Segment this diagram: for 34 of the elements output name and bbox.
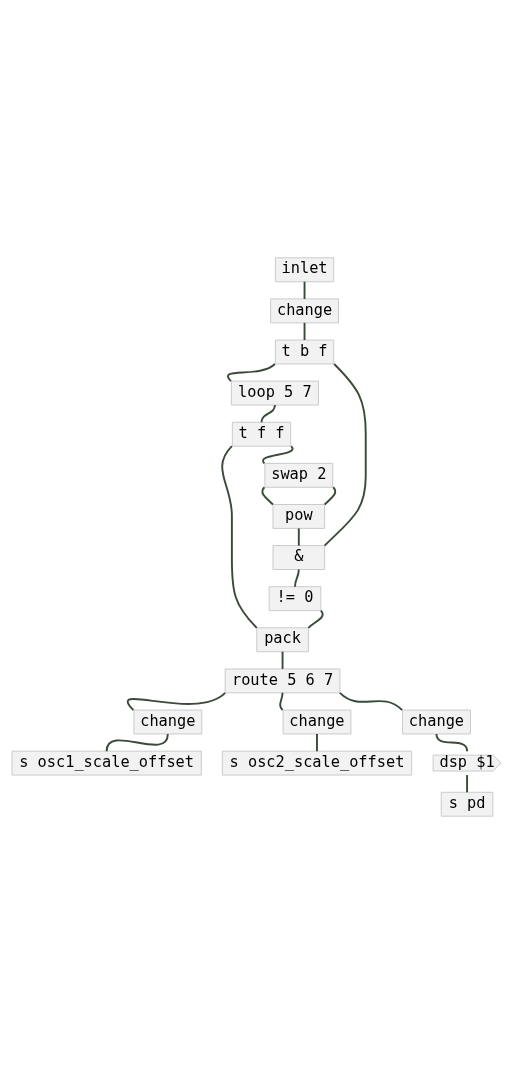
connector [338, 691, 403, 711]
connector [260, 404, 276, 424]
connector [323, 363, 367, 547]
connector [127, 691, 227, 711]
node-box: != 0 [268, 586, 322, 612]
connector [435, 733, 469, 753]
connector [261, 486, 274, 506]
node-box: s pd [440, 791, 494, 817]
connector [307, 609, 324, 629]
connector [316, 733, 318, 753]
node-box: s osc1_scale_offset [11, 750, 202, 776]
node-box: loop 5 7 [230, 380, 319, 406]
connector [323, 486, 337, 506]
connector [262, 445, 294, 465]
node-box: inlet [274, 257, 335, 283]
node-box: route 5 6 7 [224, 668, 341, 694]
node-box: change [133, 709, 203, 735]
node-box: change [282, 709, 352, 735]
connector [294, 568, 300, 588]
node-box: t f f [231, 421, 292, 447]
node-box: change [402, 709, 471, 735]
node-box: pack [256, 627, 309, 653]
node-box: pow [272, 504, 326, 529]
connector [221, 445, 258, 629]
node-box: change [270, 298, 339, 324]
connector [297, 527, 300, 547]
connector [466, 774, 469, 794]
connector [227, 363, 276, 383]
connector [281, 650, 284, 670]
node-box: s osc2_scale_offset [221, 750, 413, 776]
node-box: swap 2 [264, 462, 334, 488]
node-box: t b f [274, 339, 335, 365]
connector [279, 691, 284, 711]
node-box: & [272, 545, 326, 570]
